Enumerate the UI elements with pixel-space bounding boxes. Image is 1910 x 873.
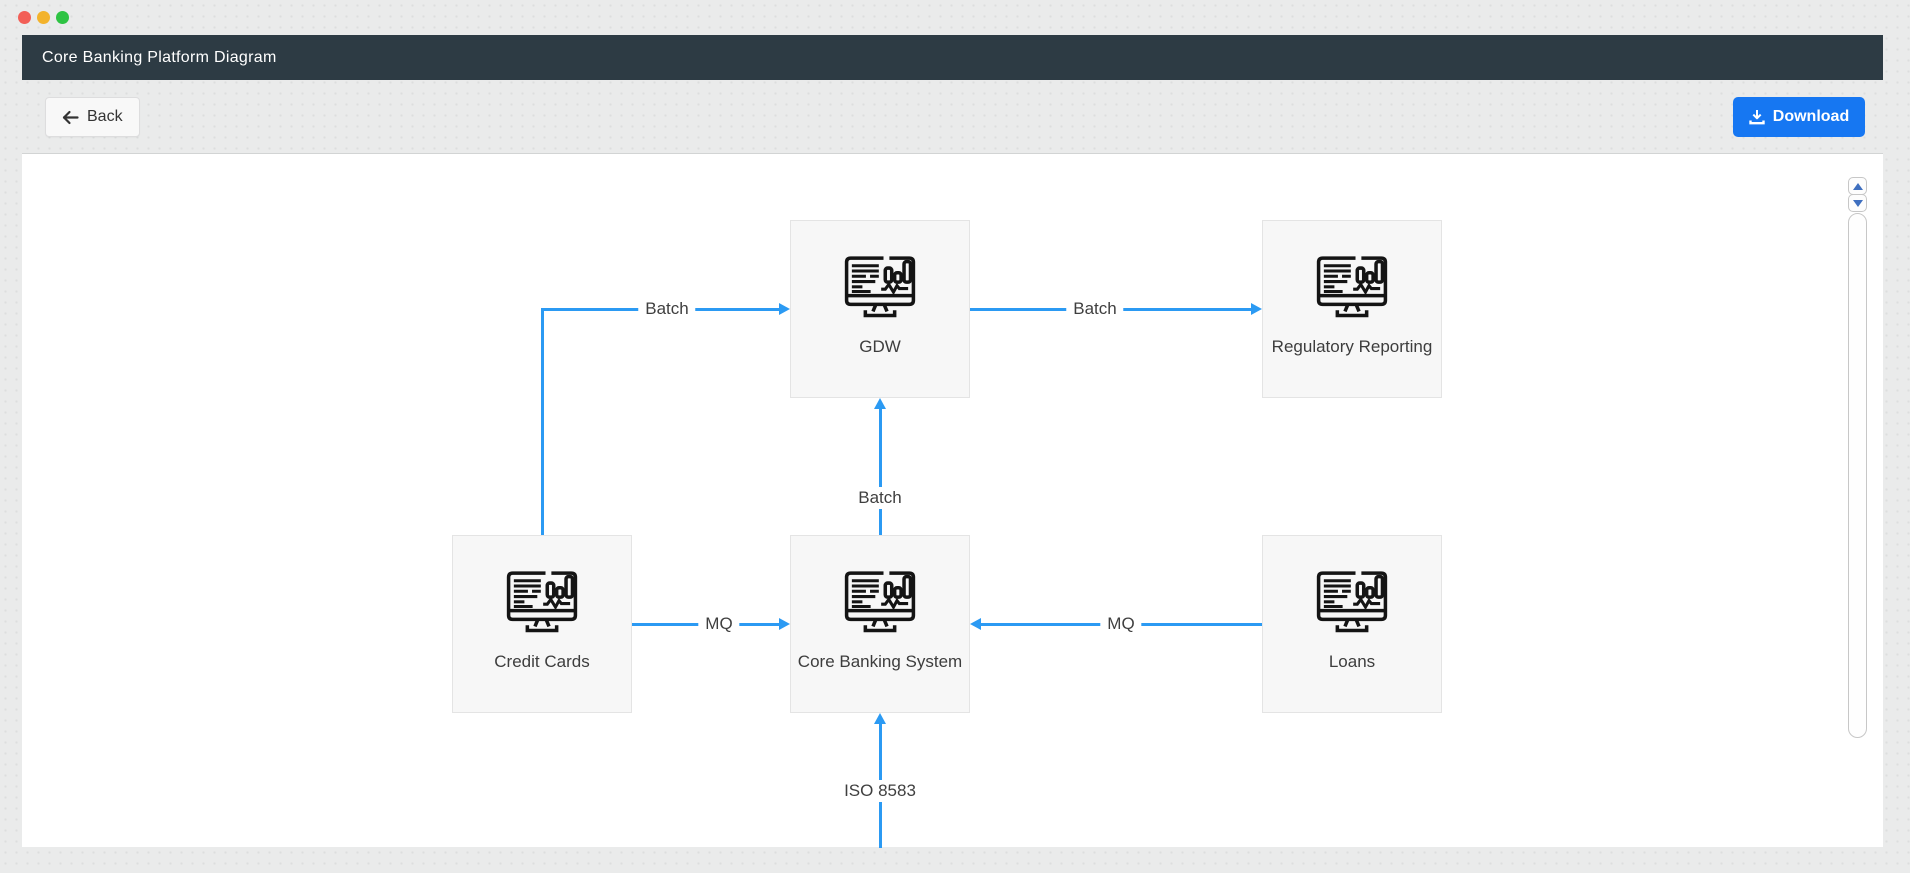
triangle-down-icon — [1852, 199, 1863, 207]
edge-label: MQ — [698, 613, 740, 635]
close-window-button[interactable] — [18, 11, 31, 24]
arrowhead — [874, 713, 886, 724]
edge-label: Batch — [638, 298, 696, 320]
node-label: Core Banking System — [797, 652, 963, 671]
vertical-scrollbar-thumb[interactable] — [1848, 213, 1867, 738]
scroll-up-button[interactable] — [1848, 177, 1867, 195]
arrowhead — [779, 618, 790, 630]
app-header: Core Banking Platform Diagram — [22, 35, 1883, 80]
download-button[interactable]: Download — [1733, 97, 1865, 137]
node-credit-cards[interactable]: Credit Cards — [452, 535, 632, 713]
node-label: GDW — [859, 337, 901, 356]
node-label: Regulatory Reporting — [1271, 337, 1433, 356]
node-label: Credit Cards — [494, 652, 590, 671]
arrowhead — [874, 398, 886, 409]
window-controls — [18, 11, 69, 24]
arrowhead — [779, 303, 790, 315]
monitor-dashboard-icon — [1314, 569, 1390, 637]
node-loans[interactable]: Loans — [1262, 535, 1442, 713]
edge-label: Batch — [1066, 298, 1124, 320]
download-icon — [1749, 109, 1765, 125]
node-gdw[interactable]: GDW — [790, 220, 970, 398]
arrowhead — [1251, 303, 1262, 315]
page-title: Core Banking Platform Diagram — [42, 48, 277, 66]
zoom-window-button[interactable] — [56, 11, 69, 24]
back-button-label: Back — [87, 108, 123, 125]
edge-label: MQ — [1100, 613, 1142, 635]
scroll-down-button[interactable] — [1848, 194, 1867, 212]
node-regulatory-reporting[interactable]: Regulatory Reporting — [1262, 220, 1442, 398]
monitor-dashboard-icon — [842, 254, 918, 322]
edge-label: ISO 8583 — [837, 780, 923, 802]
download-button-label: Download — [1772, 108, 1850, 125]
edge-core-gdw-segment — [878, 409, 882, 535]
back-button[interactable]: Back — [45, 97, 140, 137]
minimize-window-button[interactable] — [37, 11, 50, 24]
arrow-left-icon — [62, 110, 79, 125]
arrowhead — [970, 618, 981, 630]
node-core-banking-system[interactable]: Core Banking System — [790, 535, 970, 713]
monitor-dashboard-icon — [842, 569, 918, 637]
edge-label: Batch — [851, 487, 909, 509]
triangle-up-icon — [1852, 182, 1863, 190]
monitor-dashboard-icon — [1314, 254, 1390, 322]
diagram-canvas[interactable]: Batch Batch Batch MQ MQ ISO 8583 GDW Reg… — [22, 153, 1883, 848]
node-label: Loans — [1328, 652, 1376, 671]
edge-credit-cards-gdw-segment — [540, 307, 544, 535]
monitor-dashboard-icon — [504, 569, 580, 637]
